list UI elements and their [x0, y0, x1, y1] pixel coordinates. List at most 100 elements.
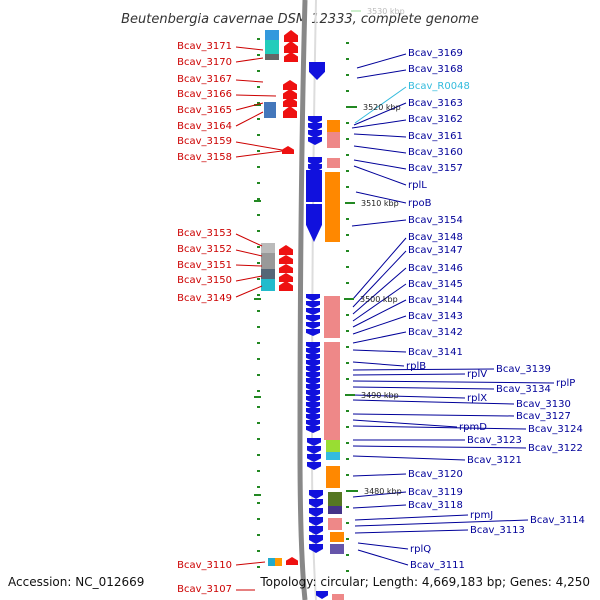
gene-label-bcav-3139[interactable]: Bcav_3139	[496, 364, 551, 375]
gene-label-rpmj[interactable]: rpmJ	[470, 510, 493, 521]
gene-label-bcav-3124[interactable]: Bcav_3124	[528, 424, 583, 435]
gene-label-rplq[interactable]: rplQ	[410, 544, 431, 555]
left-gene-labels[interactable]: Bcav_3171Bcav_3170Bcav_3167Bcav_3166Bcav…	[177, 41, 232, 595]
gene-label-rpob[interactable]: rpoB	[408, 198, 432, 209]
gene-arrow-down	[308, 137, 322, 145]
gene-label-bcav-3162[interactable]: Bcav_3162	[408, 114, 463, 125]
gene-label-bcav-3141[interactable]: Bcav_3141	[408, 347, 463, 358]
gene-label-bcav-3161[interactable]: Bcav_3161	[408, 131, 463, 142]
gene-arrow-up	[286, 557, 298, 565]
tick-dot-right	[346, 410, 349, 412]
gene-label-bcav-3167[interactable]: Bcav_3167	[177, 74, 232, 85]
gene-arrow-down	[306, 294, 320, 301]
gene-label-bcav-3171[interactable]: Bcav_3171	[177, 41, 232, 52]
gene-label-bcav-3164[interactable]: Bcav_3164	[177, 121, 232, 132]
gene-label-rplb[interactable]: rplB	[406, 361, 426, 372]
gene-label-bcav-3121[interactable]: Bcav_3121	[467, 455, 522, 466]
gene-box	[326, 440, 340, 452]
gene-label-bcav-3166[interactable]: Bcav_3166	[177, 89, 232, 100]
gene-label-bcav-3146[interactable]: Bcav_3146	[408, 263, 463, 274]
gene-label-bcav-3145[interactable]: Bcav_3145	[408, 279, 463, 290]
gene-box	[261, 269, 275, 279]
leader-line-right	[352, 267, 407, 315]
gene-label-bcav-3143[interactable]: Bcav_3143	[408, 311, 463, 322]
gene-label-bcav-3149[interactable]: Bcav_3149	[177, 293, 232, 304]
gene-label-bcav-3153[interactable]: Bcav_3153	[177, 228, 232, 239]
gene-label-bcav-3118[interactable]: Bcav_3118	[408, 500, 463, 511]
tick-dot-left	[257, 390, 260, 392]
right-gene-labels[interactable]: Bcav_3169Bcav_3168Bcav_R0048Bcav_3163Bca…	[406, 48, 585, 571]
gene-label-bcav-3158[interactable]: Bcav_3158	[177, 152, 232, 163]
gene-label-rplp[interactable]: rplP	[556, 378, 575, 389]
gene-label-bcav-3159[interactable]: Bcav_3159	[177, 136, 232, 147]
leader-line-left	[235, 94, 277, 97]
tick-dot-right	[346, 506, 349, 508]
tick-dot-right	[346, 314, 349, 316]
gene-box	[328, 492, 342, 506]
tick-dot-right	[346, 490, 349, 492]
gene-arrow-up	[279, 255, 293, 264]
gene-label-bcav-3160[interactable]: Bcav_3160	[408, 147, 463, 158]
tick-major-left	[254, 396, 261, 398]
gene-arrow-down	[306, 384, 320, 391]
gene-label-bcav-3148[interactable]: Bcav_3148	[408, 232, 463, 243]
gene-label-bcav-3122[interactable]: Bcav_3122	[528, 443, 583, 454]
leader-line-right	[357, 542, 409, 550]
gene-label-rplv[interactable]: rplV	[467, 369, 487, 380]
gene-label-bcav-3110[interactable]: Bcav_3110	[177, 560, 232, 571]
gene-arrow-down	[309, 508, 323, 517]
gene-box	[327, 132, 340, 148]
tick-dot-right	[346, 170, 349, 172]
gene-label-bcav-3151[interactable]: Bcav_3151	[177, 260, 232, 271]
tick-dot-left	[257, 342, 260, 344]
tick-dot-right	[346, 266, 349, 268]
tick-dot-left	[257, 166, 260, 168]
tick-dot-right	[346, 282, 349, 284]
leader-line-right	[353, 165, 407, 186]
gene-label-bcav-3157[interactable]: Bcav_3157	[408, 163, 463, 174]
gene-box	[330, 532, 344, 542]
gene-label-bcav-3107[interactable]: Bcav_3107	[177, 584, 232, 595]
gene-label-bcav-3142[interactable]: Bcav_3142	[408, 327, 463, 338]
gene-arrow-down	[309, 499, 323, 508]
gene-box	[275, 558, 282, 566]
leader-line-right	[352, 368, 495, 371]
gene-arrow-down	[306, 354, 320, 361]
tick-dot-right	[346, 74, 349, 76]
gene-label-bcav-3114[interactable]: Bcav_3114	[530, 515, 585, 526]
gene-label-bcav-3163[interactable]: Bcav_3163	[408, 98, 463, 109]
gene-label-bcav-3119[interactable]: Bcav_3119	[408, 487, 463, 498]
gene-label-bcav-3120[interactable]: Bcav_3120	[408, 469, 463, 480]
gene-box	[328, 506, 342, 514]
gene-label-bcav-3127[interactable]: Bcav_3127	[516, 411, 571, 422]
gene-label-bcav-3152[interactable]: Bcav_3152	[177, 244, 232, 255]
leader-line-left	[235, 111, 264, 127]
gene-label-bcav-3130[interactable]: Bcav_3130	[516, 399, 571, 410]
gene-label-bcav-3168[interactable]: Bcav_3168	[408, 64, 463, 75]
gene-label-rpmd[interactable]: rpmD	[459, 422, 487, 433]
gene-label-bcav-3169[interactable]: Bcav_3169	[408, 48, 463, 59]
gene-label-bcav-3134[interactable]: Bcav_3134	[496, 384, 551, 395]
tick-dot-right	[346, 442, 349, 444]
gene-arrow-down	[306, 396, 320, 403]
gene-label-bcav-3170[interactable]: Bcav_3170	[177, 57, 232, 68]
topology-text: Topology: circular; Length: 4,669,183 bp…	[259, 575, 590, 589]
gene-arrow-down	[306, 308, 320, 315]
gene-label-bcav-3144[interactable]: Bcav_3144	[408, 295, 463, 306]
gene-label-bcav-3150[interactable]: Bcav_3150	[177, 275, 232, 286]
gene-label-bcav-3111[interactable]: Bcav_3111	[410, 560, 465, 571]
gene-label-bcav-3165[interactable]: Bcav_3165	[177, 105, 232, 116]
gene-arrow-down	[308, 116, 322, 124]
gene-label-rpll[interactable]: rplL	[408, 180, 427, 191]
gene-label-bcav-r0048[interactable]: Bcav_R0048	[408, 81, 470, 92]
gene-arrow-down	[306, 420, 320, 427]
gene-label-bcav-3123[interactable]: Bcav_3123	[467, 435, 522, 446]
gene-label-bcav-3154[interactable]: Bcav_3154	[408, 215, 463, 226]
gene-label-bcav-3147[interactable]: Bcav_3147	[408, 245, 463, 256]
gene-box	[324, 296, 340, 338]
gene-label-rplx[interactable]: rplX	[467, 393, 487, 404]
leader-line-right	[352, 394, 466, 399]
gene-label-bcav-3113[interactable]: Bcav_3113	[470, 525, 525, 536]
leader-line-left	[235, 264, 263, 267]
